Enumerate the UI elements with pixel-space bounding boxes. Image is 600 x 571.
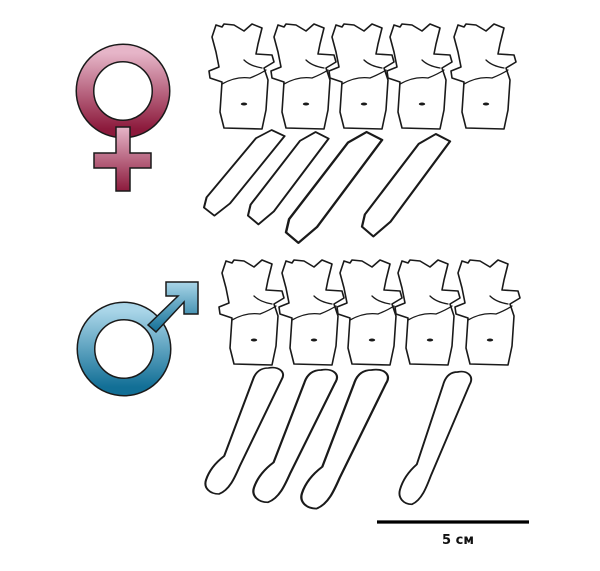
male-vertebra: [336, 259, 403, 366]
scale-bar: 5 см: [377, 520, 529, 548]
male-vertebra: [278, 259, 345, 366]
male-vertebrae-row: [204, 259, 521, 510]
female-vertebra: [270, 23, 337, 130]
female-vertebra: [328, 23, 395, 130]
male-vertebra: [218, 259, 285, 366]
female-vertebrae-row: [202, 23, 517, 245]
male-symbol-icon: [76, 281, 199, 397]
male-vertebra: [454, 259, 521, 366]
female-vertebra: [208, 23, 275, 130]
female-vertebra: [386, 23, 453, 130]
male-rib: [398, 370, 473, 506]
male-vertebra: [394, 259, 461, 366]
scale-bar-label: 5 см: [442, 533, 474, 548]
female-vertebra: [450, 23, 517, 130]
female-symbol-icon: [75, 43, 171, 192]
